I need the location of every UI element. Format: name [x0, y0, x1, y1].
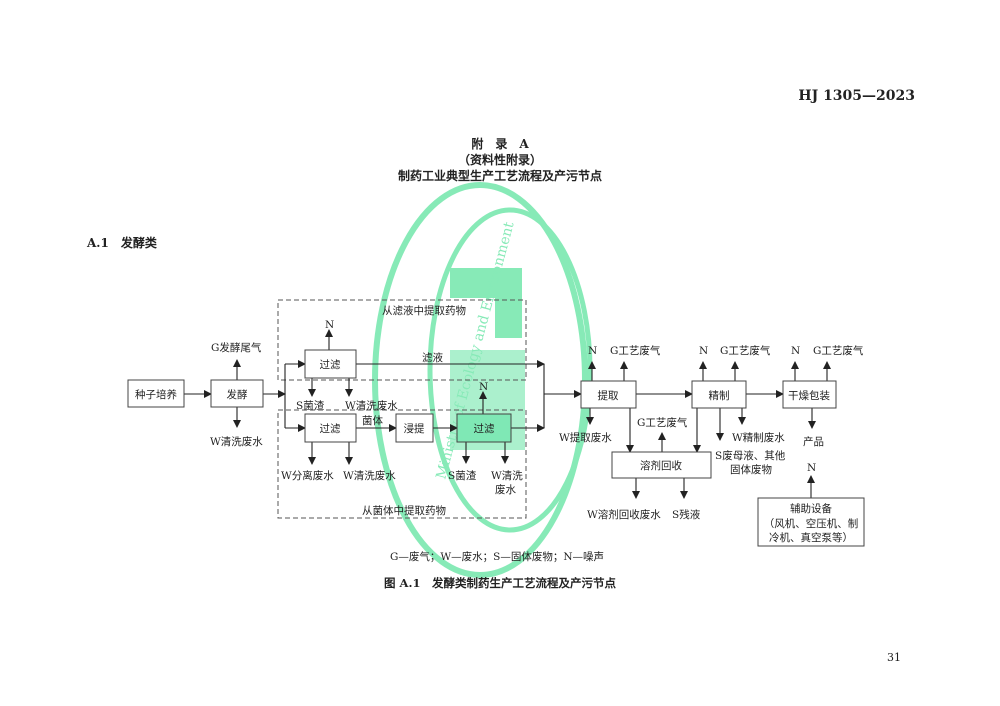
svg-text:N: N [807, 462, 816, 474]
svg-text:W提取废水: W提取废水 [559, 431, 612, 444]
appendix-subtitle: （资料性附录） [458, 152, 542, 167]
node-filter-leach: 过滤 [456, 413, 512, 443]
group-mycelium [277, 409, 527, 519]
node-filter-top: 过滤 [304, 349, 357, 379]
svg-text:过滤: 过滤 [474, 422, 495, 435]
svg-text:发酵: 发酵 [227, 388, 248, 401]
svg-text:产品: 产品 [803, 435, 824, 448]
svg-text:种子培养: 种子培养 [135, 388, 177, 401]
svg-text:辅助设备: 辅助设备 [790, 502, 832, 515]
svg-text:G工艺废气: G工艺废气 [637, 416, 688, 429]
svg-text:干燥包装: 干燥包装 [788, 389, 830, 402]
group-filtrate [277, 299, 527, 381]
svg-text:冷机、真空泵等）: 冷机、真空泵等） [769, 531, 853, 544]
node-solvent-recovery: 溶剂回收 [611, 451, 712, 479]
svg-text:N: N [588, 345, 597, 357]
node-ferment: 发酵 [210, 379, 264, 408]
svg-text:N: N [791, 345, 800, 357]
svg-text:过滤: 过滤 [320, 422, 341, 435]
svg-text:S菌渣: S菌渣 [448, 469, 477, 482]
group-mycelium-label: 从菌体中提取药物 [362, 504, 446, 517]
flow-lines [184, 329, 831, 499]
svg-text:G工艺废气: G工艺废气 [813, 344, 864, 357]
svg-text:固体废物: 固体废物 [730, 463, 772, 476]
svg-text:W精制废水: W精制废水 [732, 431, 785, 444]
svg-text:菌体: 菌体 [362, 415, 383, 427]
figure-caption: 图 A.1 发酵类制药生产工艺流程及产污节点 [384, 576, 616, 590]
node-filter-bottom: 过滤 [304, 413, 357, 443]
svg-text:废水: 废水 [495, 483, 516, 496]
svg-text:提取: 提取 [598, 390, 619, 402]
node-seed: 种子培养 [127, 379, 185, 408]
svg-text:（风机、空压机、制: （风机、空压机、制 [764, 517, 859, 530]
node-leach: 浸提 [395, 413, 434, 443]
svg-text:G工艺废气: G工艺废气 [720, 344, 771, 357]
svg-text:滤液: 滤液 [422, 351, 443, 364]
svg-text:W清洗: W清洗 [491, 469, 523, 482]
svg-text:S菌渣: S菌渣 [296, 399, 325, 412]
svg-text:过滤: 过滤 [320, 358, 341, 371]
node-dry-pack: 干燥包装 [782, 380, 837, 409]
svg-text:浸提: 浸提 [404, 423, 425, 435]
svg-text:N: N [699, 345, 708, 357]
group-filtrate-label: 从滤液中提取药物 [382, 304, 466, 317]
legend: G—废气；W—废水；S—固体废物；N—噪声 [390, 550, 604, 563]
node-auxiliary: 辅助设备 （风机、空压机、制 冷机、真空泵等） [757, 497, 865, 547]
svg-text:G发酵尾气: G发酵尾气 [211, 341, 262, 354]
svg-text:W清洗废水: W清洗废水 [345, 399, 398, 412]
svg-text:S残液: S残液 [672, 508, 701, 521]
svg-text:W清洗废水: W清洗废水 [343, 469, 396, 482]
appendix-title: 附 录 A [471, 136, 529, 151]
svg-text:W分离废水: W分离废水 [281, 469, 334, 482]
page-number: 31 [887, 651, 901, 664]
section-heading: A.1 发酵类 [86, 235, 158, 250]
standard-number: HJ 1305—2023 [798, 88, 915, 104]
node-extract: 提取 [580, 380, 637, 409]
pollution-labels: G发酵尾气 W清洗废水 N S菌渣 W清洗废水 滤液 菌体 W分离废水 W清洗废… [210, 319, 864, 521]
svg-text:溶剂回收: 溶剂回收 [640, 459, 682, 472]
svg-text:N: N [479, 381, 488, 393]
svg-text:W溶剂回收废水: W溶剂回收废水 [587, 508, 661, 521]
svg-text:W清洗废水: W清洗废水 [210, 435, 263, 448]
svg-text:G工艺废气: G工艺废气 [610, 344, 661, 357]
svg-text:N: N [325, 319, 334, 331]
svg-text:S废母液、其他: S废母液、其他 [715, 449, 786, 462]
appendix-heading: 制药工业典型生产工艺流程及产污节点 [398, 168, 602, 183]
node-refine: 精制 [691, 380, 747, 409]
svg-text:精制: 精制 [709, 389, 730, 402]
